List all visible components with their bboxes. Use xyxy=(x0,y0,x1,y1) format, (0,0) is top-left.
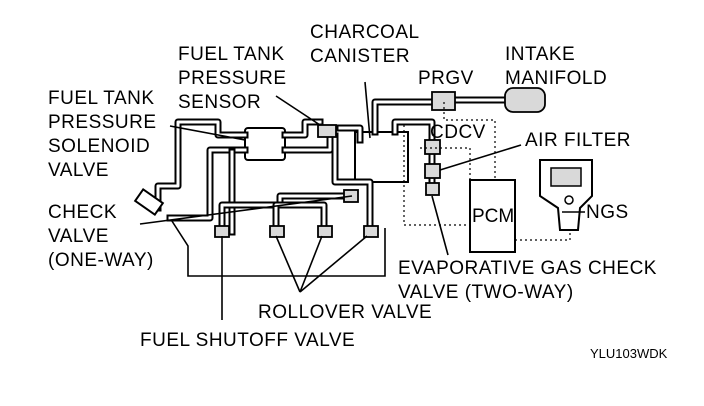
ngs-tester xyxy=(539,159,593,231)
prgv-valve xyxy=(431,91,456,111)
intake-manifold-box xyxy=(504,87,546,113)
cdcv-label: CDCV xyxy=(430,122,486,143)
ftp-sensor-label-3: SENSOR xyxy=(178,92,261,113)
electrical-wiring xyxy=(403,102,571,241)
ftp-sensor-label-1: FUEL TANK xyxy=(178,44,285,65)
prgv-label: PRGV xyxy=(418,68,474,89)
leader-lines xyxy=(139,81,585,320)
air-filter-label: AIR FILTER xyxy=(525,130,631,151)
intake-label-1: INTAKE xyxy=(505,44,575,65)
evap-check-valve-label-2: VALVE (TWO-WAY) xyxy=(398,282,574,303)
text-labels: CHARCOAL CANISTER INTAKE MANIFOLD FUEL T… xyxy=(48,22,668,361)
fuel-tank xyxy=(169,217,386,277)
solenoid-label-3: SOLENOID xyxy=(48,136,150,157)
vapor-pipes xyxy=(154,96,509,236)
solenoid-label-4: VALVE xyxy=(48,160,109,181)
charcoal-label-2: CANISTER xyxy=(310,46,410,67)
check-valve-one-way xyxy=(133,187,165,217)
pcm-label: PCM xyxy=(472,206,514,227)
check-valve-label-2: VALVE xyxy=(48,226,109,247)
ngs-label: NGS xyxy=(586,202,629,223)
check-valve-label-3: (ONE-WAY) xyxy=(48,250,154,271)
charcoal-canister-box xyxy=(354,131,409,183)
ftp-sensor-label-2: PRESSURE xyxy=(178,68,287,89)
charcoal-label-1: CHARCOAL xyxy=(310,22,420,43)
check-valve-label-1: CHECK xyxy=(48,202,117,223)
pressure-solenoid-valve-box xyxy=(244,127,286,161)
pcm-box xyxy=(469,179,516,253)
solenoid-label-2: PRESSURE xyxy=(48,112,157,133)
rollover-valve-label: ROLLOVER VALVE xyxy=(258,302,432,323)
fuel-shutoff-valve-label: FUEL SHUTOFF VALVE xyxy=(140,330,355,351)
solenoid-label-1: FUEL TANK xyxy=(48,88,155,109)
intake-label-2: MANIFOLD xyxy=(505,68,607,89)
figure-code: YLU103WDK xyxy=(590,346,668,361)
evap-check-valve-label-1: EVAPORATIVE GAS CHECK xyxy=(398,258,657,279)
